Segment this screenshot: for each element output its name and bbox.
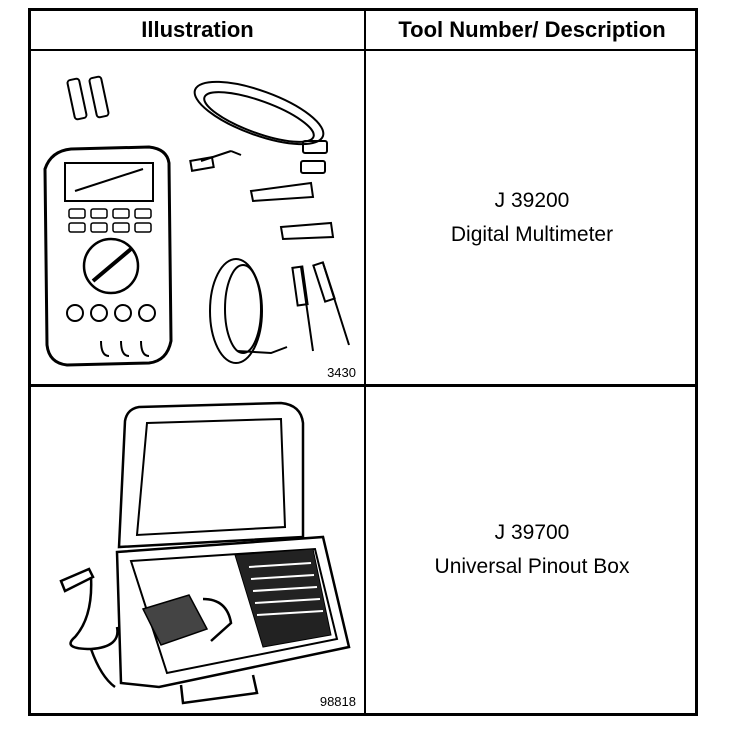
- tool-table: Illustration Tool Number/ Description: [28, 8, 698, 716]
- row-divider: [31, 384, 695, 387]
- table-row-1-description: J 39200 Digital Multimeter: [366, 51, 698, 384]
- tool-description: Universal Pinout Box: [434, 555, 630, 578]
- header-tool-description: Tool Number/ Description: [398, 17, 666, 42]
- tool-number: J 39200: [494, 188, 570, 212]
- column-divider: [364, 11, 366, 713]
- header-illustration: Illustration: [141, 17, 254, 42]
- header-divider: [31, 49, 695, 51]
- tool-number: J 39700: [494, 521, 570, 544]
- table-row-2-description: J 39700 Universal Pinout Box: [366, 387, 698, 713]
- tool-description: Digital Multimeter: [450, 222, 614, 246]
- table-row-1-illustration: 3430: [31, 51, 364, 384]
- table-row-2-illustration: 98818: [31, 387, 364, 713]
- digital-multimeter-icon: [43, 75, 350, 367]
- pinout-box-case-icon: [59, 401, 351, 705]
- figure-number: 98818: [319, 694, 356, 709]
- figure-number: 3430: [327, 365, 356, 380]
